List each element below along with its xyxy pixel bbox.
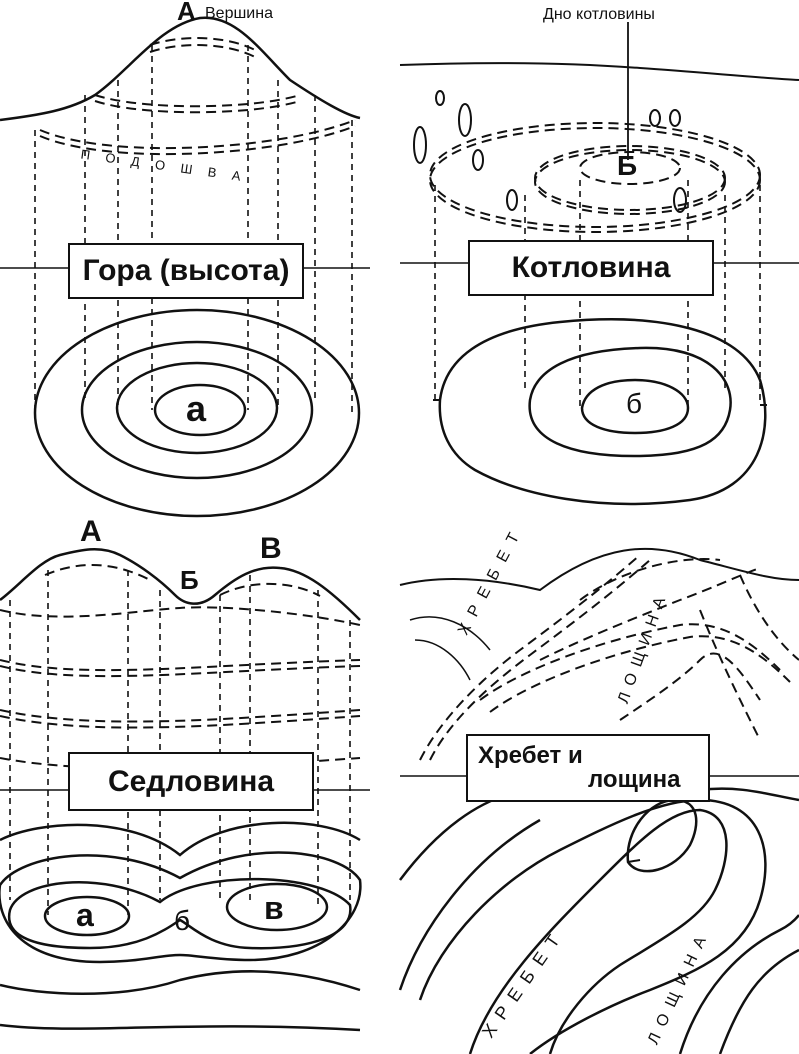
saddle-map-a: а [76, 897, 94, 934]
ridge-horizon [400, 549, 799, 590]
saddle-peak-a: А [80, 515, 102, 549]
basin-map-letter: б [626, 388, 642, 420]
basin-title: Котловина [468, 240, 714, 296]
saddle-map-v: в [264, 890, 284, 927]
mountain-summit-label: Вершина [205, 5, 273, 23]
saddle-contour-outer [0, 823, 360, 855]
saddle-map-b: б [174, 905, 190, 937]
ridge-contour-1 [400, 789, 799, 880]
saddle-peak-v: В [260, 532, 282, 566]
ridge-contour-7 [400, 820, 540, 990]
basin-contour-1 [440, 319, 765, 504]
saddle-point-b: Б [180, 565, 199, 596]
basin-depth-letter: Б [617, 150, 637, 182]
ridge-contour-2 [420, 800, 765, 1054]
mountain-map-letter: а [186, 388, 206, 430]
mountain-profile [0, 18, 360, 120]
basin-horizon [400, 63, 799, 80]
ridge-title: Хребет и лощина [466, 734, 710, 802]
saddle-title: Седловина [68, 752, 314, 811]
saddle-contour-lower [0, 971, 360, 993]
ridge-title-line1: Хребет и [478, 744, 583, 768]
basin-bottom-label: Дно котловины [543, 6, 655, 24]
mountain-title: Гора (высота) [68, 243, 304, 299]
ridge-title-line2: лощина [588, 768, 680, 792]
mountain-summit-letter: А [177, 0, 196, 27]
